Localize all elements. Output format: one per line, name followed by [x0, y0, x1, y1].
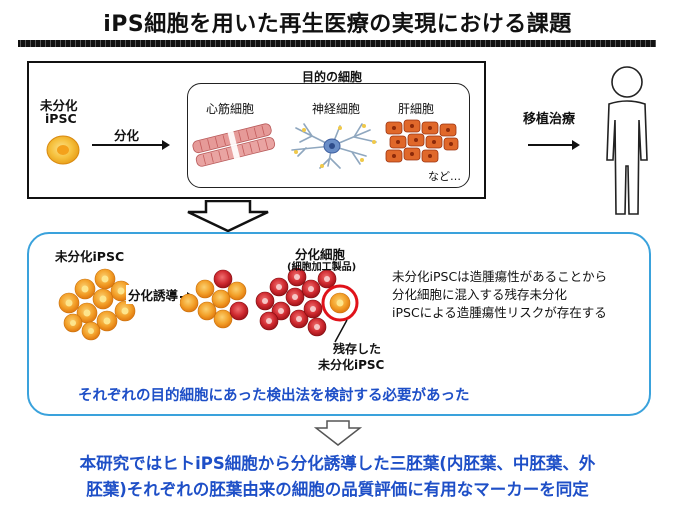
study-summary-line: 胚葉)それぞれの胚葉由来の細胞の品質評価に有用なマーカーを同定	[86, 480, 589, 499]
undiff-ipsc-label-1: 未分化	[40, 98, 78, 113]
hepatocyte-label: 肝細胞	[398, 102, 435, 116]
down-arrow-large	[187, 200, 269, 232]
human-figure-icon	[606, 66, 648, 215]
undiff-ipsc-cluster-label: 未分化iPSC	[55, 249, 125, 264]
target-cells-header: 目的の細胞	[298, 68, 367, 85]
conclusion-text: それぞれの目的細胞にあった検出法を検討する必要があった	[78, 388, 470, 404]
differentiate-arrow-label: 分化	[114, 128, 140, 143]
study-summary-line: 本研究ではヒトiPS細胞から分化誘導した三胚葉(内胚葉、中胚葉、外	[79, 454, 596, 473]
study-summary: 本研究ではヒトiPS細胞から分化誘導した三胚葉(内胚葉、中胚葉、外 胚葉)それぞ…	[0, 451, 675, 503]
residual-ipsc-risk-box	[27, 232, 651, 416]
risk-text-line: 未分化iPSCは造腫瘍性があることから	[392, 269, 608, 284]
residual-ipsc-label-1: 残存した	[333, 342, 382, 356]
residual-pointer-line	[334, 319, 348, 343]
diff-cells-label: 分化細胞	[295, 247, 346, 262]
differentiate-arrow	[92, 140, 170, 150]
ipsc-cell-icon	[46, 135, 80, 165]
title-underline	[18, 40, 656, 47]
induce-arrow-label: 分化誘導	[126, 285, 181, 304]
hepatocyte-icon	[385, 119, 459, 163]
undiff-ipsc-label-2: iPSC	[45, 111, 77, 126]
transplant-arrow	[528, 140, 580, 150]
cell-cluster-illustration	[58, 267, 359, 341]
etc-label: など…	[428, 170, 461, 183]
cardiomyocyte-icon	[192, 123, 276, 167]
down-arrow-small	[314, 420, 362, 446]
page-title: iPS細胞を用いた再生医療の実現における課題	[103, 12, 572, 37]
risk-text-line: 分化細胞に混入する残存未分化	[392, 287, 568, 302]
residual-ipsc-label-2: 未分化iPSC	[318, 358, 385, 372]
risk-text: 未分化iPSCは造腫瘍性があることから 分化細胞に混入する残存未分化 iPSCに…	[392, 268, 607, 322]
neuron-label: 神経細胞	[312, 102, 361, 116]
cardiomyocyte-label: 心筋細胞	[206, 102, 255, 116]
risk-text-line: iPSCによる造腫瘍性リスクが存在する	[392, 305, 607, 320]
neuron-icon	[291, 123, 377, 169]
diff-cells-sublabel: (細胞加工製品)	[287, 262, 357, 273]
transplant-label: 移植治療	[523, 112, 576, 127]
